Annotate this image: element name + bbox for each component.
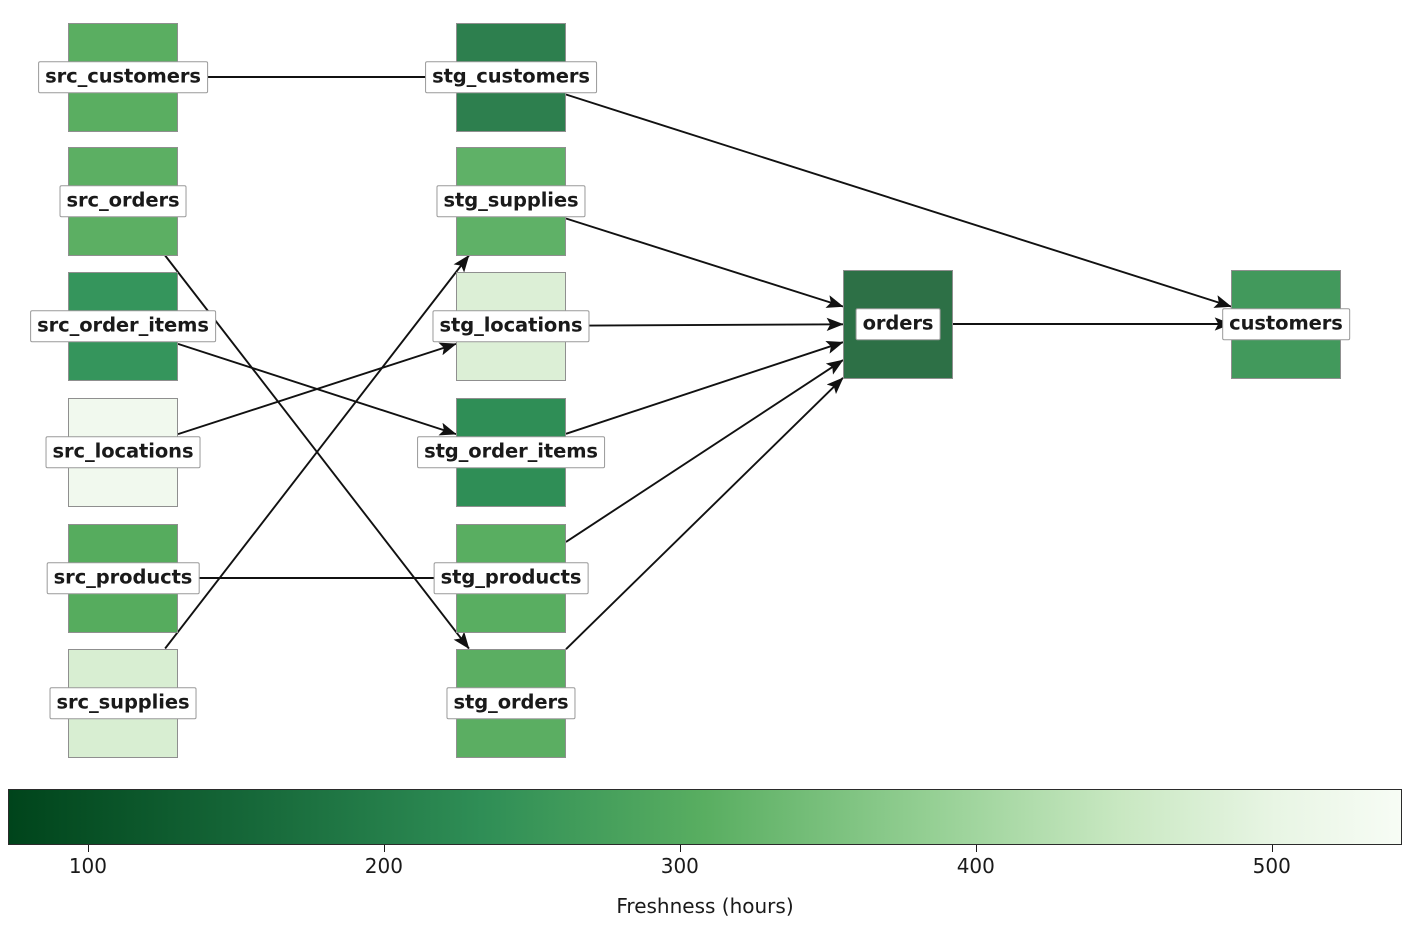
edge-stg_order_items-to-orders: [565, 341, 844, 435]
colorbar-tick-label-100: 100: [68, 854, 107, 878]
node-label-orders[interactable]: orders: [855, 308, 941, 340]
colorbar-gradient: [8, 789, 1402, 845]
node-label-src_order_items[interactable]: src_order_items: [30, 310, 216, 342]
node-label-stg_supplies[interactable]: stg_supplies: [436, 185, 586, 217]
edge-stg_locations-to-orders: [565, 317, 844, 332]
colorbar-tick-100: [87, 845, 89, 852]
edge-src_locations-to-stg_locations: [177, 342, 457, 436]
colorbar-tick-label-200: 200: [364, 854, 403, 878]
node-label-src_products[interactable]: src_products: [46, 562, 200, 594]
colorbar-tick-label-500: 500: [1252, 854, 1291, 878]
edge-layer: [164, 76, 1232, 650]
colorbar-title: Freshness (hours): [616, 894, 794, 918]
edge-stg_products-to-orders: [565, 359, 844, 543]
colorbar-tick-300: [679, 845, 681, 852]
node-label-src_supplies[interactable]: src_supplies: [49, 687, 197, 719]
colorbar-tick-400: [975, 845, 977, 852]
node-label-src_customers[interactable]: src_customers: [38, 61, 208, 93]
node-label-stg_locations[interactable]: stg_locations: [432, 310, 590, 342]
colorbar-tick-500: [1271, 845, 1273, 852]
colorbar-ticks: 100 200 300 400 500: [8, 845, 1402, 895]
node-label-src_locations[interactable]: src_locations: [45, 436, 201, 468]
colorbar: 100 200 300 400 500 Freshness (hours): [8, 789, 1402, 926]
edge-stg_orders-to-orders: [565, 377, 844, 650]
node-label-stg_products[interactable]: stg_products: [433, 562, 589, 594]
colorbar-tick-label-300: 300: [660, 854, 699, 878]
node-label-src_orders[interactable]: src_orders: [59, 185, 187, 217]
colorbar-tick-200: [383, 845, 385, 852]
node-label-stg_orders[interactable]: stg_orders: [446, 687, 576, 719]
node-label-stg_order_items[interactable]: stg_order_items: [417, 436, 605, 468]
edge-stg_supplies-to-orders: [565, 217, 844, 308]
edge-src_order_items-to-stg_order_items: [177, 342, 457, 436]
node-label-customers[interactable]: customers: [1222, 308, 1350, 340]
colorbar-tick-label-400: 400: [956, 854, 995, 878]
node-label-stg_customers[interactable]: stg_customers: [425, 61, 597, 93]
